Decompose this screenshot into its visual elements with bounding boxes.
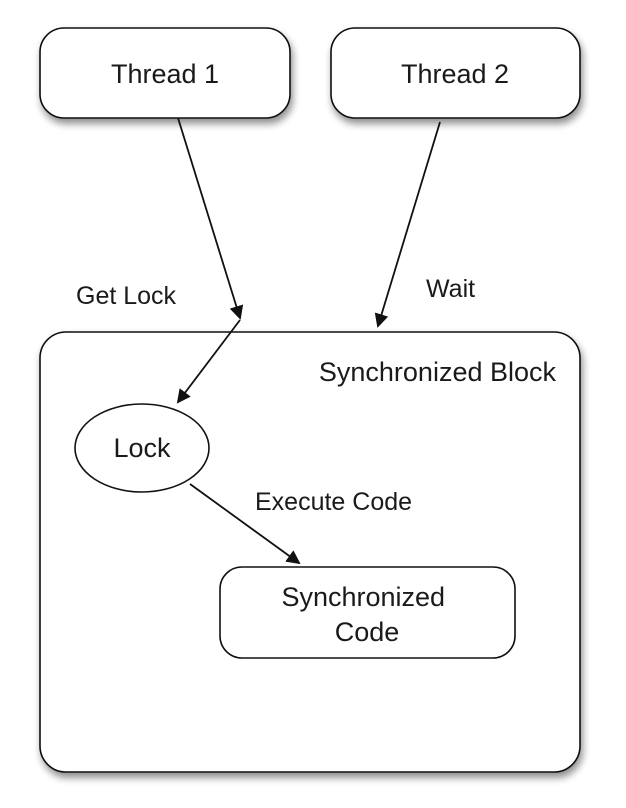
edge-thread2-to-block <box>374 121 441 328</box>
execute-code-label: Execute Code <box>255 488 412 516</box>
thread-2-node: Thread 2 <box>330 27 581 119</box>
edge-block-to-lock <box>176 319 241 404</box>
wait-label: Wait <box>426 275 475 303</box>
lock-node: Lock <box>74 403 210 493</box>
synchronized-block-node: Synchronized Block <box>39 331 581 773</box>
thread-2-label: Thread 2 <box>401 59 509 89</box>
thread-1-node: Thread 1 <box>39 27 291 119</box>
synchronized-code-label: Synchronized Code <box>281 582 452 647</box>
get-lock-label: Get Lock <box>76 282 177 310</box>
lock-label: Lock <box>113 433 171 463</box>
edge-lock-to-code <box>189 483 301 565</box>
synchronized-code-node: Synchronized Code <box>219 566 516 659</box>
edge-thread1-to-block <box>177 117 244 320</box>
thread-1-label: Thread 1 <box>111 59 219 89</box>
synchronized-code-line-1: Synchronized <box>281 582 445 612</box>
synchronized-block-label: Synchronized Block <box>319 357 557 387</box>
synchronized-code-line-2: Code <box>335 617 400 647</box>
